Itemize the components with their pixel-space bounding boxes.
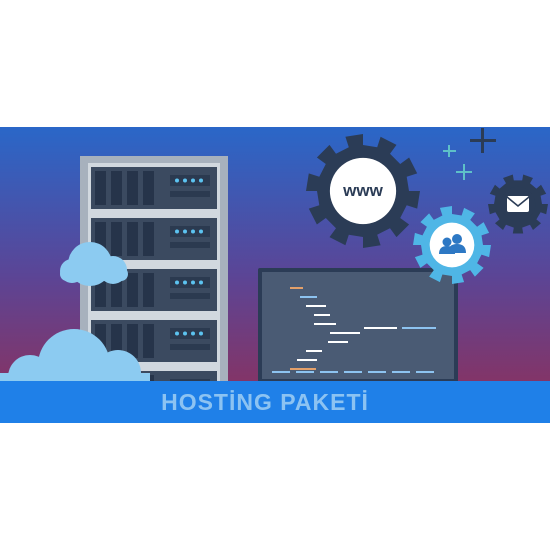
- caption-bar: HOSTİNG PAKETİ: [0, 381, 550, 423]
- www-label: www: [342, 181, 383, 200]
- banner-illustration: www: [0, 127, 550, 423]
- plus-icon: [470, 128, 496, 153]
- banner-title: HOSTİNG PAKETİ: [161, 388, 369, 415]
- mail-icon: [506, 196, 530, 212]
- plus-icon: [443, 145, 472, 180]
- cloud-icon: [60, 242, 128, 286]
- users-icon: [439, 234, 466, 254]
- gear-icon: [306, 134, 420, 248]
- code-monitor-icon: [258, 268, 458, 383]
- hosting-banner: www HOSTİNG PAKETİ: [0, 127, 550, 423]
